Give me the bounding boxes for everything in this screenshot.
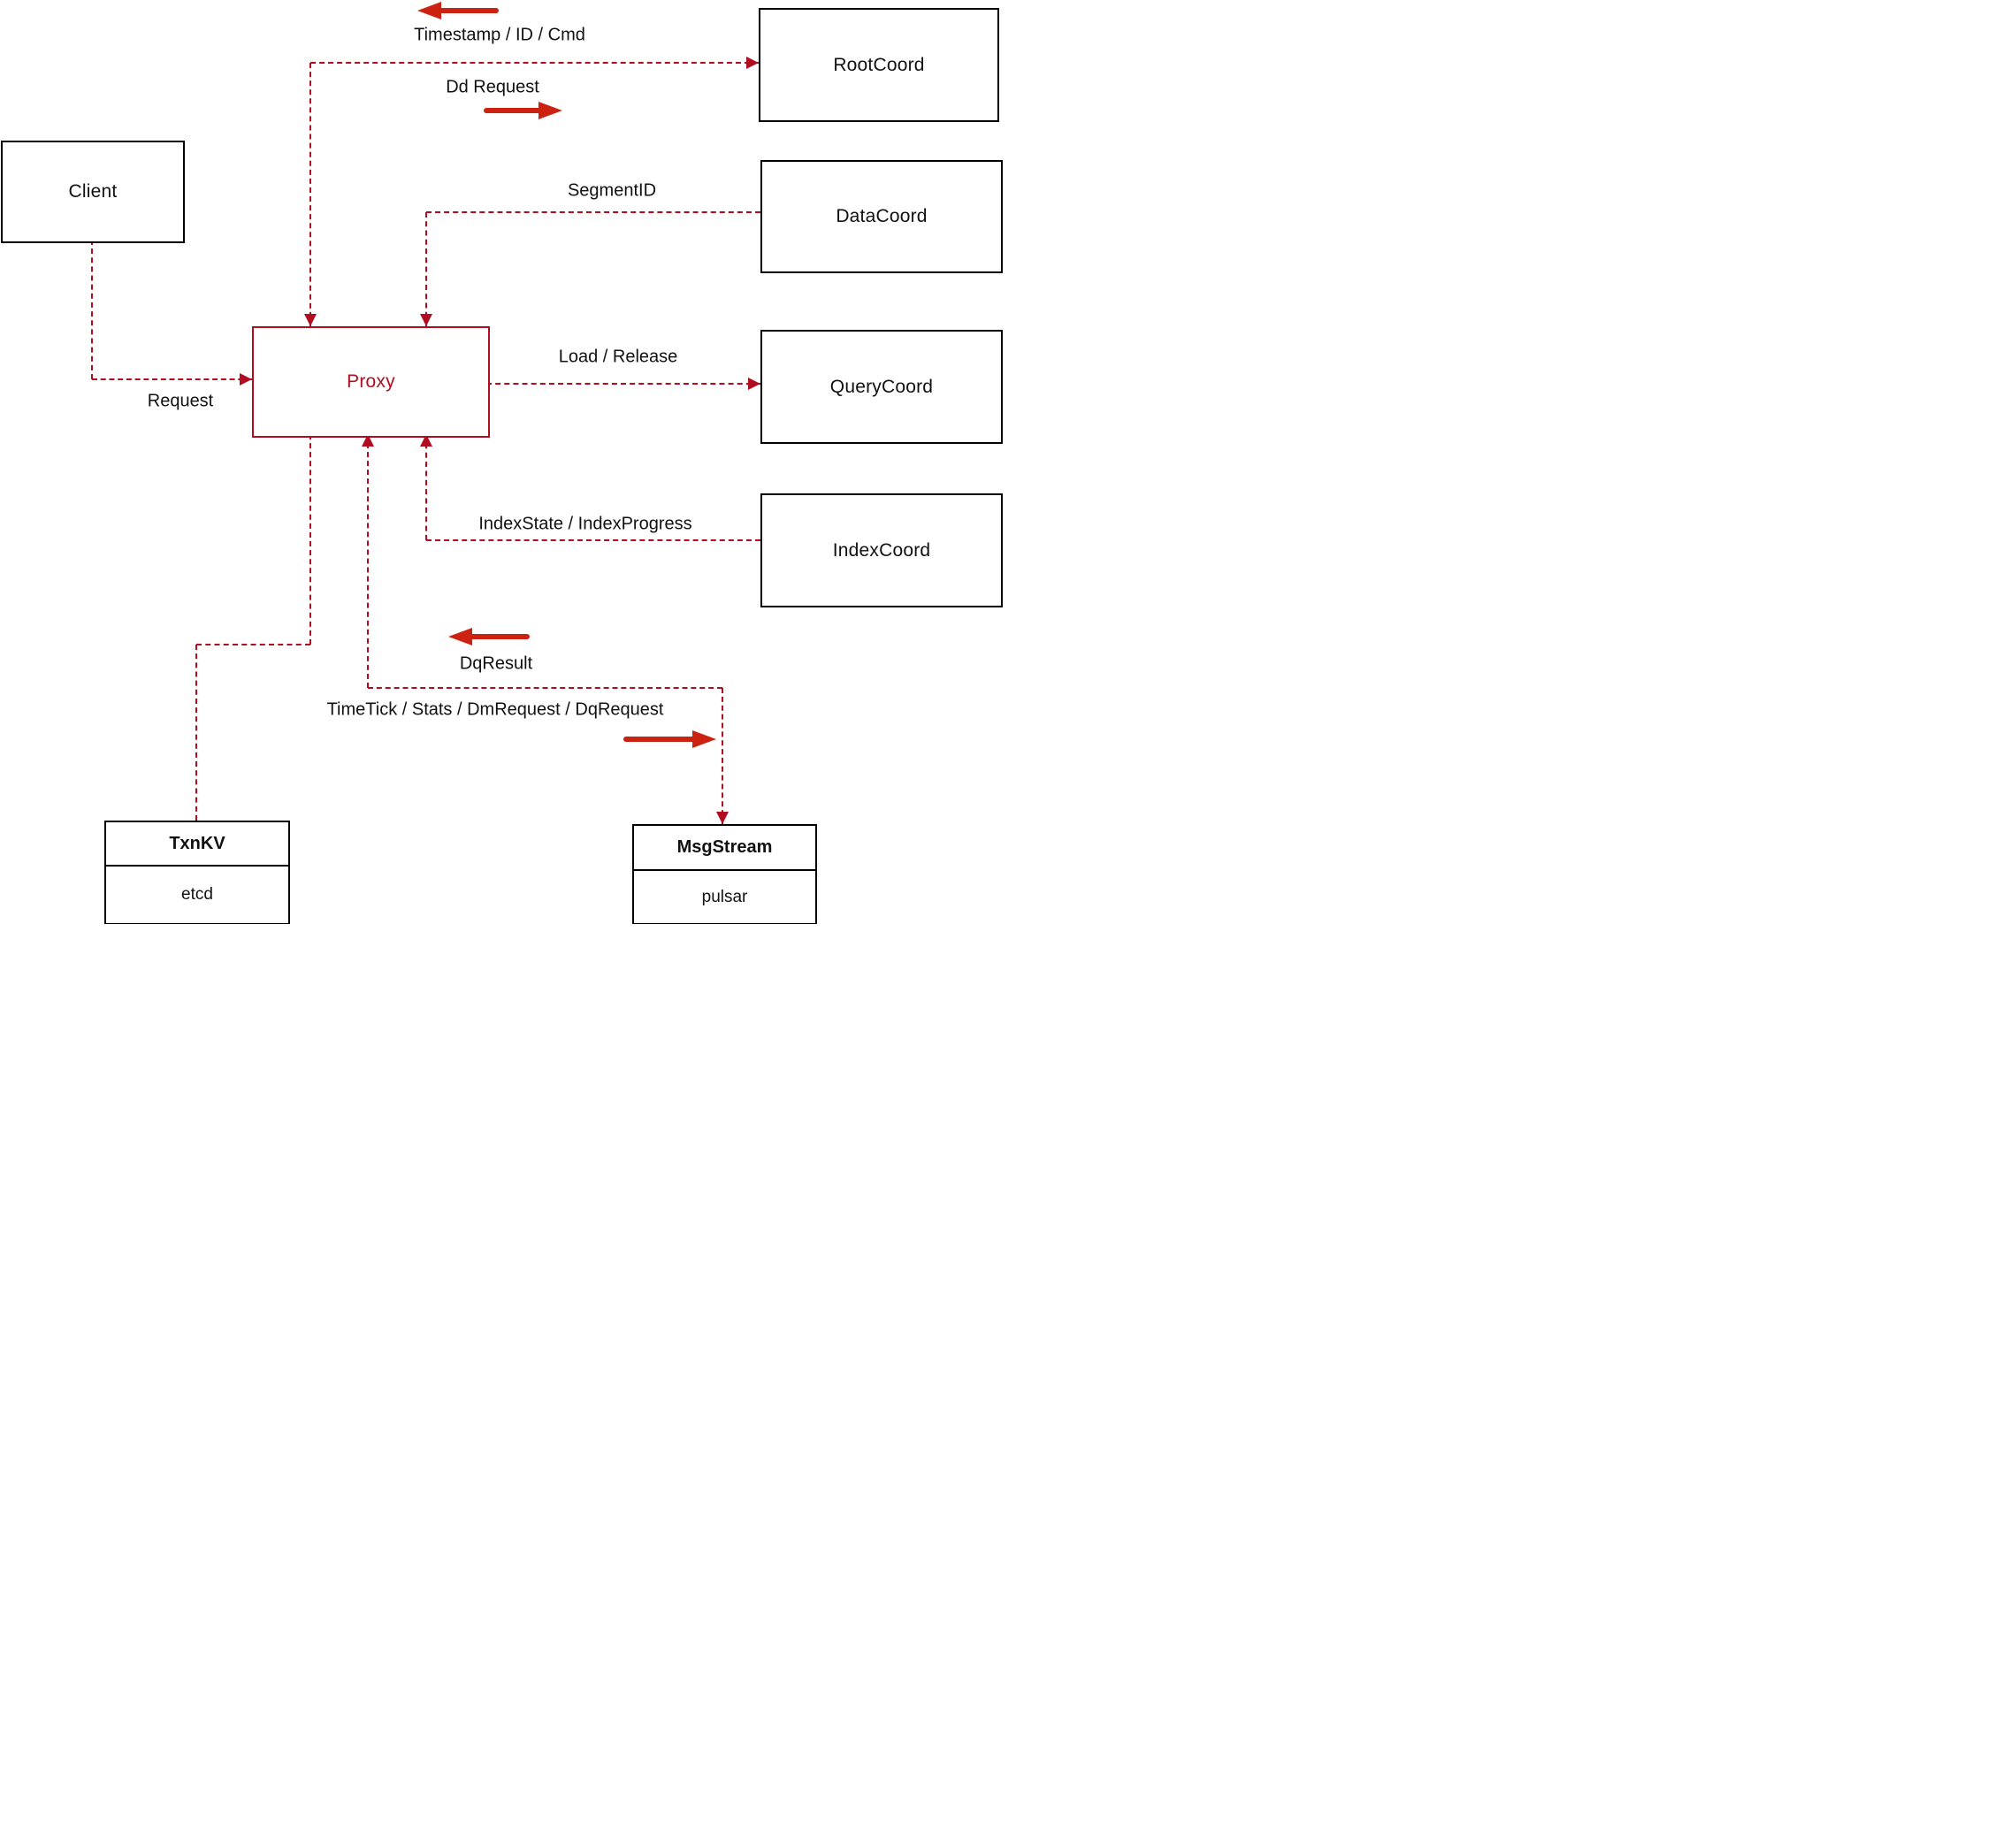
edge-label-load-release: Load / Release [558, 347, 678, 367]
edge-label-timestamp-id-cmd: Timestamp / ID / Cmd [414, 25, 585, 45]
client-node: Client [1, 141, 185, 243]
flow-arrow-right-head-icon [692, 730, 716, 748]
arrowhead-into-querycoord [748, 378, 760, 390]
proxy-node: Proxy [252, 326, 490, 438]
edge-proxy-msgstream-vertical-2 [722, 688, 723, 824]
querycoord-node-label: QueryCoord [829, 376, 934, 397]
edge-proxy-msgstream-vertical-1 [367, 434, 369, 688]
querycoord-node: QueryCoord [760, 330, 1003, 444]
indexcoord-node-label: IndexCoord [832, 539, 931, 561]
rootcoord-node-label: RootCoord [833, 54, 925, 75]
txnkv-node: TxnKV etcd [104, 821, 290, 924]
edge-proxy-msgstream-horizontal [368, 687, 722, 689]
msgstream-node-impl: pulsar [701, 887, 748, 906]
datacoord-node: DataCoord [760, 160, 1003, 273]
flow-arrow-left-head-icon [417, 2, 441, 19]
architecture-diagram: Timestamp / ID / Cmd Dd Request SegmentI… [0, 0, 1004, 924]
edge-proxy-txnkv-vertical-1 [309, 434, 311, 645]
client-node-label: Client [68, 181, 118, 202]
edge-indexcoord-proxy-horizontal [426, 539, 760, 541]
edge-label-dd-request: Dd Request [446, 77, 539, 97]
edge-datacoord-proxy-horizontal [426, 211, 760, 213]
arrowhead-into-proxy-top-left [304, 314, 317, 326]
arrowhead-into-msgstream [716, 812, 729, 824]
flow-arrow-timetick-right [623, 730, 716, 748]
flow-arrow-timestamp-left [417, 2, 499, 19]
arrowhead-into-proxy-top-right [420, 314, 432, 326]
txnkv-node-title: TxnKV [106, 822, 288, 867]
edge-proxy-txnkv-horizontal [196, 644, 310, 645]
flow-arrow-left-head-icon [448, 628, 472, 645]
edge-proxy-querycoord [486, 383, 760, 385]
edge-label-timetick-stats: TimeTick / Stats / DmRequest / DqRequest [326, 699, 664, 720]
proxy-node-label: Proxy [347, 371, 395, 392]
indexcoord-node: IndexCoord [760, 493, 1003, 607]
arrowhead-into-rootcoord [746, 57, 759, 69]
edge-datacoord-proxy-vertical [425, 212, 427, 326]
edge-label-dq-result: DqResult [459, 653, 533, 674]
msgstream-node: MsgStream pulsar [632, 824, 817, 924]
msgstream-node-title: MsgStream [634, 826, 815, 871]
flow-arrow-ddrequest-right [484, 102, 562, 119]
edge-client-proxy-vertical [91, 240, 93, 379]
rootcoord-node: RootCoord [759, 8, 999, 122]
arrowhead-into-proxy-left [240, 373, 252, 386]
edge-proxy-txnkv-vertical-2 [195, 645, 197, 821]
edge-label-request: Request [147, 391, 214, 411]
edge-proxy-rootcoord-vertical [309, 63, 311, 326]
flow-arrow-dqresult-left [448, 628, 530, 645]
edge-client-proxy-horizontal [92, 378, 252, 380]
datacoord-node-label: DataCoord [836, 206, 928, 226]
edge-label-segment-id: SegmentID [567, 180, 657, 201]
edge-indexcoord-proxy-vertical [425, 434, 427, 540]
edge-label-index-state-progress: IndexState / IndexProgress [478, 514, 692, 534]
flow-arrow-right-head-icon [539, 102, 562, 119]
edge-proxy-rootcoord-horizontal [310, 62, 759, 64]
txnkv-node-impl: etcd [181, 885, 213, 904]
